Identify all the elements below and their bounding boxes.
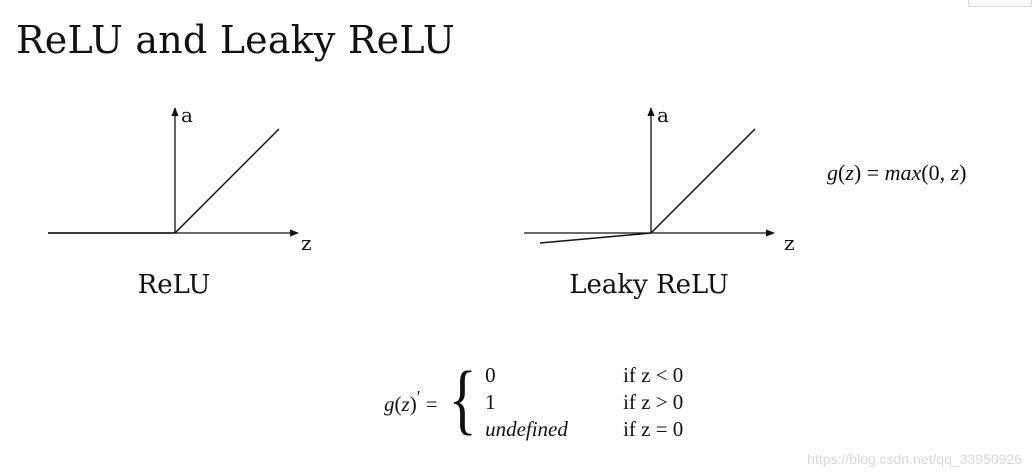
case-value: undefined	[485, 417, 568, 441]
leaky-y-label: a	[657, 103, 669, 127]
formula-g: g	[827, 160, 838, 185]
formula-args-close: )	[959, 160, 967, 185]
relu-formula: g(z) = max(0, z)	[827, 160, 967, 186]
case-condition: if z < 0	[623, 363, 684, 387]
left-brace: {	[448, 355, 477, 442]
formula-max: max	[884, 160, 922, 185]
case-condition: if z = 0	[623, 417, 684, 441]
formula-z: z	[845, 160, 854, 185]
formula-args-open: (0,	[921, 160, 951, 185]
case-condition: if z > 0	[623, 390, 684, 414]
derivative-open: (	[394, 392, 402, 416]
derivative-close: )	[409, 392, 417, 416]
relu-x-label: z	[301, 231, 312, 255]
formula-args-z: z	[950, 160, 960, 185]
relu-function-line	[174, 128, 280, 234]
derivative-g: g	[384, 392, 395, 416]
watermark: https://blog.csdn.net/qq_33950926	[807, 451, 1022, 467]
derivative-lhs: g(z)′ =	[384, 387, 438, 417]
case-value: 0	[485, 363, 496, 387]
derivative-cases: 0 if z < 0 1 if z > 0 undefined if z = 0	[485, 362, 683, 442]
formula-open: (	[838, 160, 846, 185]
leaky-relu-plot: a z Leaky ReLU	[524, 103, 795, 300]
derivative-prime: ′	[416, 387, 421, 407]
derivative-formula: g(z)′ = { 0 if z < 0 1 if z > 0 undefine…	[384, 355, 683, 442]
leaky-relu-caption: Leaky ReLU	[569, 270, 729, 300]
case-value: 1	[485, 390, 496, 414]
relu-caption: ReLU	[138, 270, 211, 300]
formula-close-eq: ) =	[853, 160, 885, 185]
derivative-equals: =	[420, 392, 438, 416]
relu-plot: a z ReLU	[48, 103, 312, 300]
leaky-negative-segment	[539, 232, 652, 244]
leaky-function-line	[650, 128, 756, 234]
derivative-z: z	[401, 392, 410, 416]
relu-y-label: a	[181, 103, 193, 127]
leaky-x-label: z	[784, 231, 795, 255]
page-title: ReLU and Leaky ReLU	[16, 18, 455, 62]
